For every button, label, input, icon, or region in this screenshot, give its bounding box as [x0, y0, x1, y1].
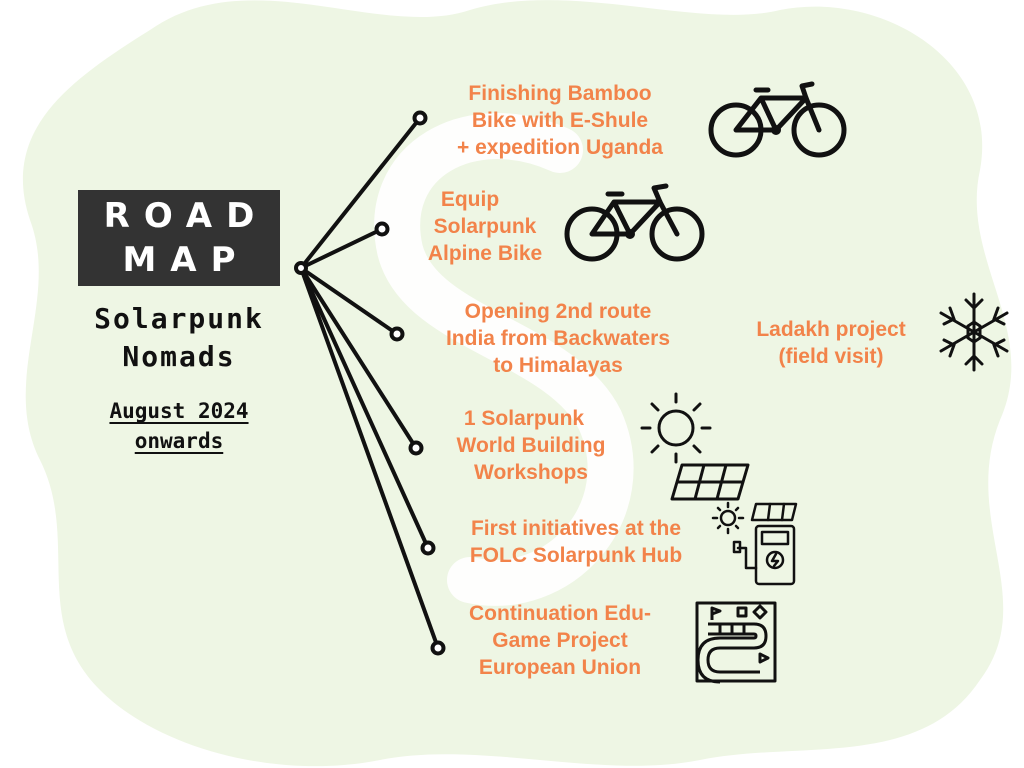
item-text-line: FOLC Solarpunk Hub [469, 544, 683, 567]
side-item-ladakh: Ladakh project (field visit) [726, 316, 936, 370]
bicycle-icon [708, 81, 847, 158]
node-endpoint [412, 110, 428, 126]
item-text-line: Opening 2nd route [464, 300, 652, 323]
date-line: onwards [134, 429, 224, 453]
item-text-line: Game Project [492, 629, 628, 652]
roadmap-item-india-route: Opening 2nd route India from Backwaters … [408, 298, 708, 379]
node-endpoint [420, 540, 436, 556]
connector-line [299, 267, 440, 649]
bicycle-icon [564, 183, 705, 262]
connector-line [299, 266, 399, 336]
node-endpoint [430, 640, 446, 656]
item-text-line: to Himalayas [493, 354, 623, 377]
item-text-line: Alpine Bike [427, 242, 543, 265]
connector-line [299, 267, 430, 549]
node-endpoint [408, 440, 424, 456]
connector-line [300, 227, 383, 270]
board-game-icon [695, 601, 777, 684]
node-endpoint [374, 221, 390, 237]
roadmap-item-folc-hub: First initiatives at the FOLC Solarpunk … [436, 515, 716, 569]
roadmap-item-alpine-bike: Equip Solarpunk Alpine Bike [400, 186, 570, 267]
item-text-line: European Union [478, 656, 642, 679]
item-text-line: Equip [440, 188, 500, 211]
item-text-line: World Building [456, 434, 606, 457]
date-label: August 2024 onwards [60, 396, 298, 456]
title-line: ROAD [103, 196, 269, 236]
subtitle: Solarpunk Nomads [60, 300, 298, 376]
roadmap-item-edu-game: Continuation Edu- Game Project European … [430, 600, 690, 681]
solar-panel-icon [670, 463, 750, 501]
sun-icon [640, 392, 712, 464]
connector-line [299, 116, 422, 270]
roadmap-title: ROAD MAP [78, 190, 280, 286]
item-text-line: Ladakh project [756, 318, 906, 341]
item-text-line: India from Backwaters [445, 327, 671, 350]
item-text-line: Bike with E-Shule [471, 109, 649, 132]
solar-charging-station-icon [711, 501, 798, 586]
item-text-line: (field visit) [778, 345, 884, 368]
item-text-line: Continuation Edu- [469, 602, 651, 625]
item-text-line: Finishing Bamboo [468, 82, 652, 105]
title-line: MAP [122, 240, 250, 280]
subtitle-line: Solarpunk [94, 302, 264, 335]
item-text-line: + expedition Uganda [457, 136, 663, 159]
roadmap-item-workshops: 1 Solarpunk World Building Workshops [426, 405, 636, 486]
item-text-line: Solarpunk [433, 215, 537, 238]
roadmap-item-bamboo-bike: Finishing Bamboo Bike with E-Shule + exp… [420, 80, 700, 161]
date-line: August 2024 [109, 399, 249, 423]
item-text-line: 1 Solarpunk [463, 407, 585, 430]
snowflake-icon [939, 292, 1009, 372]
item-text-line: First initiatives at the [470, 517, 682, 540]
subtitle-line: Nomads [122, 340, 236, 373]
node-origin [294, 261, 308, 275]
connector-line [299, 266, 418, 450]
node-endpoint [389, 326, 405, 342]
item-text-line: Workshops [474, 461, 588, 484]
